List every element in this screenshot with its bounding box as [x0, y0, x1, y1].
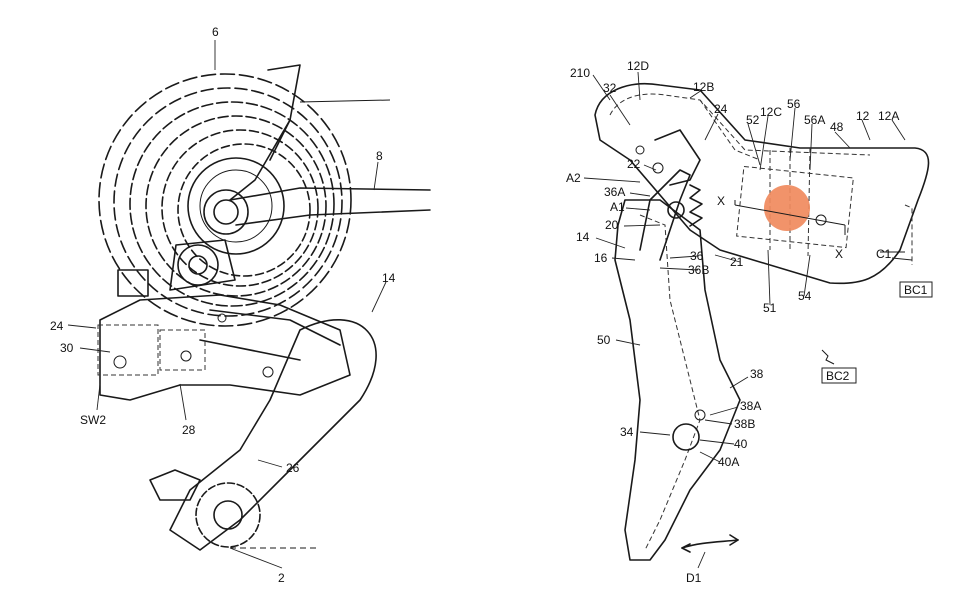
label-24-right: 24 — [714, 102, 728, 116]
rear-derailleur-drawing: 6 8 14 24 30 SW2 28 26 2 — [50, 25, 431, 585]
label-30: 30 — [60, 341, 74, 355]
hub-axle — [203, 189, 249, 235]
label-bc2: BC2 — [826, 369, 850, 383]
cassette-sprockets — [98, 73, 352, 327]
label-40: 40 — [734, 437, 748, 451]
label-8: 8 — [376, 149, 383, 163]
label-2: 2 — [278, 571, 285, 585]
label-6: 6 — [212, 25, 219, 39]
pivot-20 — [667, 201, 685, 219]
frame-stay — [229, 64, 431, 226]
b-axle-bolt — [177, 244, 219, 286]
pivot-34 — [672, 423, 700, 451]
operating-device-drawing: 210 12D 32 12B 24 12C 56 52 56A 48 12 12… — [566, 59, 933, 585]
label-12b: 12B — [693, 80, 714, 94]
label-51: 51 — [763, 301, 777, 315]
label-26: 26 — [286, 461, 300, 475]
label-56a: 56A — [804, 113, 825, 127]
label-36b: 36B — [688, 263, 709, 277]
label-x-left: X — [717, 194, 725, 208]
label-56: 56 — [787, 97, 801, 111]
chain-cage — [149, 319, 377, 551]
label-38b: 38B — [734, 417, 755, 431]
label-40a: 40A — [718, 455, 739, 469]
label-bc1: BC1 — [904, 283, 928, 297]
label-36a: 36A — [604, 185, 625, 199]
label-12c: 12C — [760, 105, 782, 119]
label-12a: 12A — [878, 109, 899, 123]
label-32: 32 — [603, 81, 617, 95]
label-36: 36 — [690, 249, 704, 263]
label-28: 28 — [182, 423, 196, 437]
label-d1: D1 — [686, 571, 702, 585]
label-50: 50 — [597, 333, 611, 347]
label-38: 38 — [750, 367, 764, 381]
guide-pulley — [195, 482, 261, 548]
label-12d: 12D — [627, 59, 649, 73]
label-a2: A2 — [566, 171, 581, 185]
label-12: 12 — [856, 109, 870, 123]
label-sw2: SW2 — [80, 413, 106, 427]
label-21: 21 — [730, 255, 744, 269]
label-34: 34 — [620, 425, 634, 439]
label-20: 20 — [605, 218, 619, 232]
label-54: 54 — [798, 289, 812, 303]
label-16: 16 — [594, 251, 608, 265]
label-14-right: 14 — [576, 230, 590, 244]
label-x-right: X — [835, 247, 843, 261]
label-14: 14 — [382, 271, 396, 285]
label-24: 24 — [50, 319, 64, 333]
label-210: 210 — [570, 66, 590, 80]
label-22: 22 — [627, 157, 641, 171]
operating-lever — [614, 129, 741, 561]
label-48: 48 — [830, 120, 844, 134]
label-c1: C1 — [876, 247, 892, 261]
label-a1: A1 — [610, 200, 625, 214]
label-38a: 38A — [740, 399, 761, 413]
highlight-marker — [764, 185, 810, 231]
label-52: 52 — [746, 113, 760, 127]
